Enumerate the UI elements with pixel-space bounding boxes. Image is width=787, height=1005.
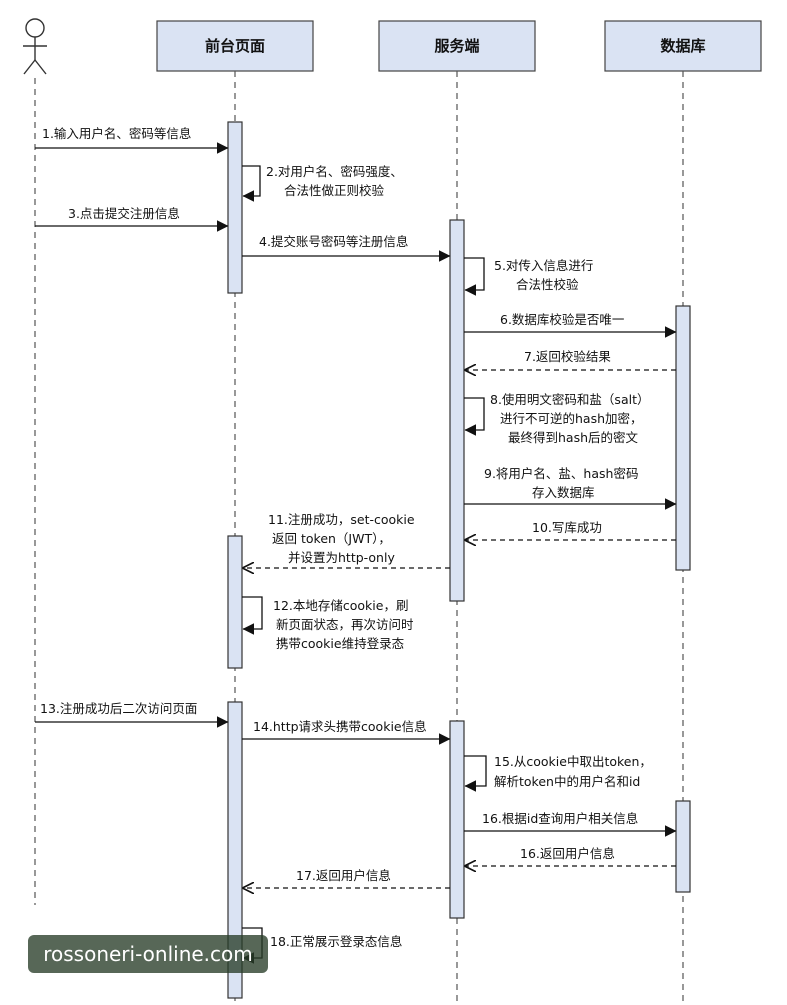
- message-18-label: 18.正常展示登录态信息: [270, 934, 402, 949]
- message-14-label: 14.http请求头携带cookie信息: [253, 719, 427, 734]
- message-3-label: 3.点击提交注册信息: [68, 206, 180, 221]
- message-16-request-label: 16.根据id查询用户相关信息: [482, 811, 638, 826]
- message-16-response-label: 16.返回用户信息: [520, 846, 615, 861]
- message-7-label: 7.返回校验结果: [524, 349, 611, 364]
- message-13-label: 13.注册成功后二次访问页面: [40, 701, 197, 716]
- message-1-label: 1.输入用户名、密码等信息: [42, 126, 191, 141]
- message-11: 11.注册成功，set-cookie 返回 token（JWT）， 并设置为ht…: [243, 512, 450, 568]
- participant-frontend: 前台页面: [156, 20, 314, 72]
- participant-label-server: 服务端: [434, 37, 479, 55]
- message-2-label-line-1: 2.对用户名、密码强度、: [266, 164, 403, 179]
- message-2: 2.对用户名、密码强度、 合法性做正则校验: [242, 164, 403, 202]
- message-8: 8.使用明文密码和盐（salt） 进行不可逆的hash加密， 最终得到hash后…: [464, 392, 649, 445]
- message-3: 3.点击提交注册信息: [35, 206, 229, 232]
- activation-database-1: [675, 305, 691, 571]
- message-9: 9.将用户名、盐、hash密码 存入数据库: [464, 466, 677, 510]
- message-12: 12.本地存储cookie，刷 新页面状态，再次访问时 携带cookie维持登录…: [242, 596, 414, 651]
- message-4: 4.提交账号密码等注册信息: [242, 234, 451, 262]
- activation-server-1: [449, 219, 465, 602]
- activation-frontend-2: [227, 535, 243, 669]
- message-5-label-line-1: 5.对传入信息进行: [494, 258, 593, 273]
- message-5-label-line-2: 合法性校验: [516, 277, 579, 292]
- message-15: 15.从cookie中取出token， 解析token中的用户名和id: [464, 754, 652, 792]
- message-12-label-line-2: 新页面状态，再次访问时: [276, 617, 414, 632]
- message-8-label-line-2: 进行不可逆的hash加密，: [500, 411, 643, 426]
- activation-database-2: [675, 800, 691, 893]
- participant-database: 数据库: [604, 20, 762, 72]
- message-10: 10.写库成功: [465, 520, 676, 540]
- message-6-label: 6.数据库校验是否唯一: [500, 312, 624, 327]
- participant-server: 服务端: [378, 20, 536, 72]
- message-11-label-line-2: 返回 token（JWT），: [272, 531, 391, 546]
- message-1: 1.输入用户名、密码等信息: [35, 126, 229, 154]
- message-17: 17.返回用户信息: [243, 868, 450, 888]
- activation-frontend-1: [227, 121, 243, 294]
- message-11-label-line-1: 11.注册成功，set-cookie: [268, 512, 415, 527]
- message-12-label-line-1: 12.本地存储cookie，刷: [273, 598, 408, 613]
- activation-server-2: [449, 720, 465, 919]
- participant-label-database: 数据库: [660, 37, 705, 55]
- message-9-label-line-2: 存入数据库: [532, 485, 595, 500]
- message-5: 5.对传入信息进行 合法性校验: [464, 257, 593, 296]
- message-2-label-line-2: 合法性做正则校验: [284, 183, 385, 198]
- message-13: 13.注册成功后二次访问页面: [35, 701, 229, 728]
- activation-frontend-3: [227, 701, 243, 999]
- message-14: 14.http请求头携带cookie信息: [242, 719, 451, 745]
- message-17-label: 17.返回用户信息: [296, 868, 391, 883]
- message-15-label-line-1: 15.从cookie中取出token，: [494, 754, 652, 769]
- message-15-label-line-2: 解析token中的用户名和id: [494, 774, 640, 789]
- participant-label-frontend: 前台页面: [205, 37, 265, 55]
- message-16-request: 16.根据id查询用户相关信息: [464, 811, 677, 837]
- message-10-label: 10.写库成功: [532, 520, 602, 535]
- message-9-label-line-1: 9.将用户名、盐、hash密码: [484, 466, 638, 481]
- actor-stick-figure-icon: [23, 18, 47, 75]
- message-4-label: 4.提交账号密码等注册信息: [259, 234, 408, 249]
- message-12-label-line-3: 携带cookie维持登录态: [276, 636, 404, 651]
- message-8-label-line-3: 最终得到hash后的密文: [508, 430, 639, 445]
- message-8-label-line-1: 8.使用明文密码和盐（salt）: [490, 392, 649, 407]
- message-6: 6.数据库校验是否唯一: [464, 312, 677, 338]
- message-16-response: 16.返回用户信息: [465, 846, 676, 866]
- message-7: 7.返回校验结果: [465, 349, 676, 370]
- message-11-label-line-3: 并设置为http-only: [288, 550, 395, 565]
- watermark-badge: rossoneri-online.com: [28, 935, 268, 973]
